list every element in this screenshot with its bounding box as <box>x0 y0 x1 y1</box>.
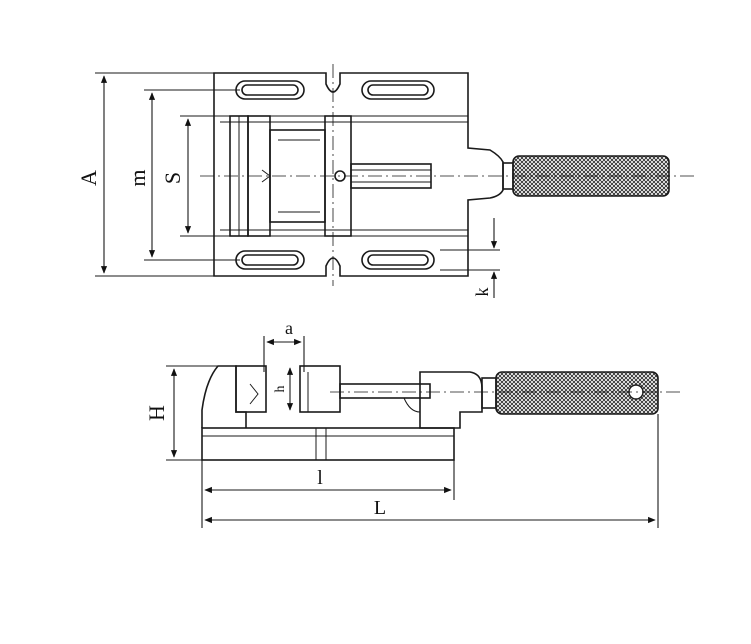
side-nut-block <box>419 371 483 429</box>
side-knurled-handle <box>495 371 659 415</box>
label-h: h <box>273 386 288 393</box>
label-a: a <box>285 318 293 338</box>
side-handle-collar <box>481 377 497 409</box>
side-jaw-block <box>235 365 267 413</box>
side-lead-screw <box>339 383 431 399</box>
label-k: k <box>472 288 492 297</box>
mounting-slot <box>361 250 435 270</box>
label-A: A <box>76 170 101 186</box>
label-l: l <box>317 467 323 489</box>
side-view: a h H l L <box>144 318 680 528</box>
label-H: H <box>144 405 169 421</box>
mounting-slot <box>361 80 435 100</box>
mounting-slot <box>235 250 305 270</box>
side-fixed-jaw <box>201 365 247 428</box>
top-view: A m S k <box>76 64 694 298</box>
label-L: L <box>374 497 386 519</box>
label-m: m <box>125 169 150 186</box>
top-body-outline <box>213 72 504 277</box>
mounting-slot <box>235 80 305 100</box>
side-base <box>201 427 455 461</box>
side-movable-jaw <box>299 365 341 413</box>
label-S: S <box>160 172 185 184</box>
